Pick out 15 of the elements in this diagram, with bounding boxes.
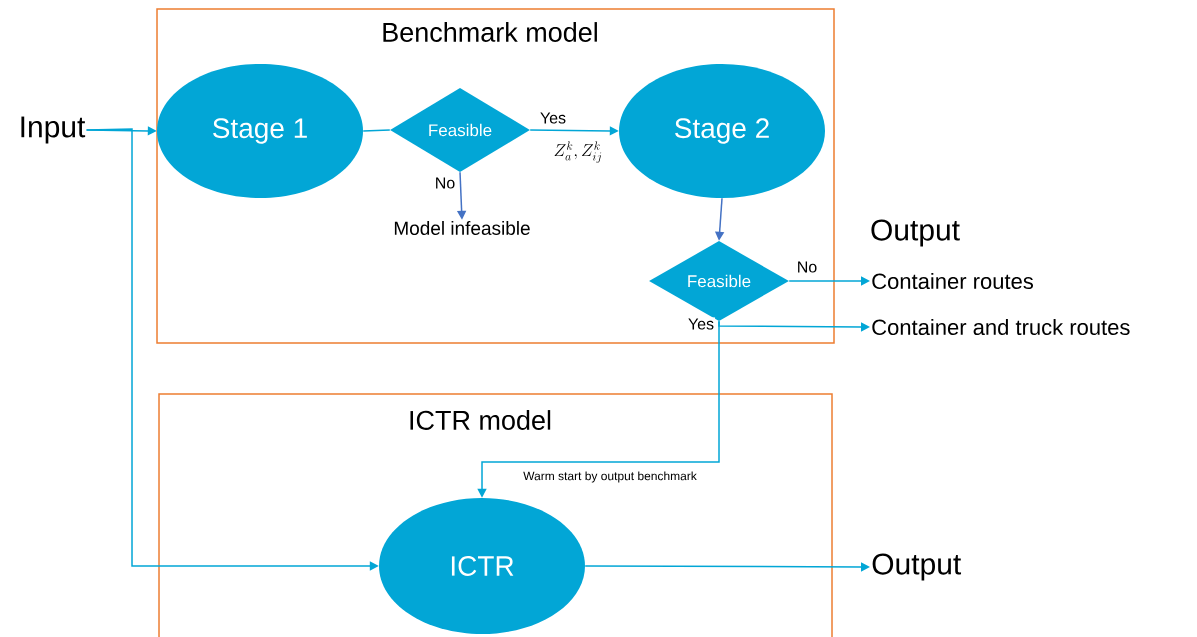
node-text: Model infeasible (394, 221, 530, 235)
edge-label: Yes (686, 317, 716, 331)
arrow (788, 276, 870, 286)
edge-label: No (795, 260, 819, 274)
node-text: Output (872, 553, 962, 581)
formula-label: $Z_a^k, Z_{ij}^k$ (554, 141, 602, 163)
arrow (718, 320, 870, 332)
node-text: Container routes (872, 272, 1033, 290)
arrow (584, 562, 870, 572)
edge-label: No (433, 176, 457, 190)
edge-label: Warm start by output benchmark (522, 470, 698, 484)
heading-label: Output (871, 219, 960, 247)
node-text: Container and truck routes (872, 318, 1130, 336)
edge-label: Yes (538, 111, 568, 125)
node-text: Input (21, 116, 86, 144)
